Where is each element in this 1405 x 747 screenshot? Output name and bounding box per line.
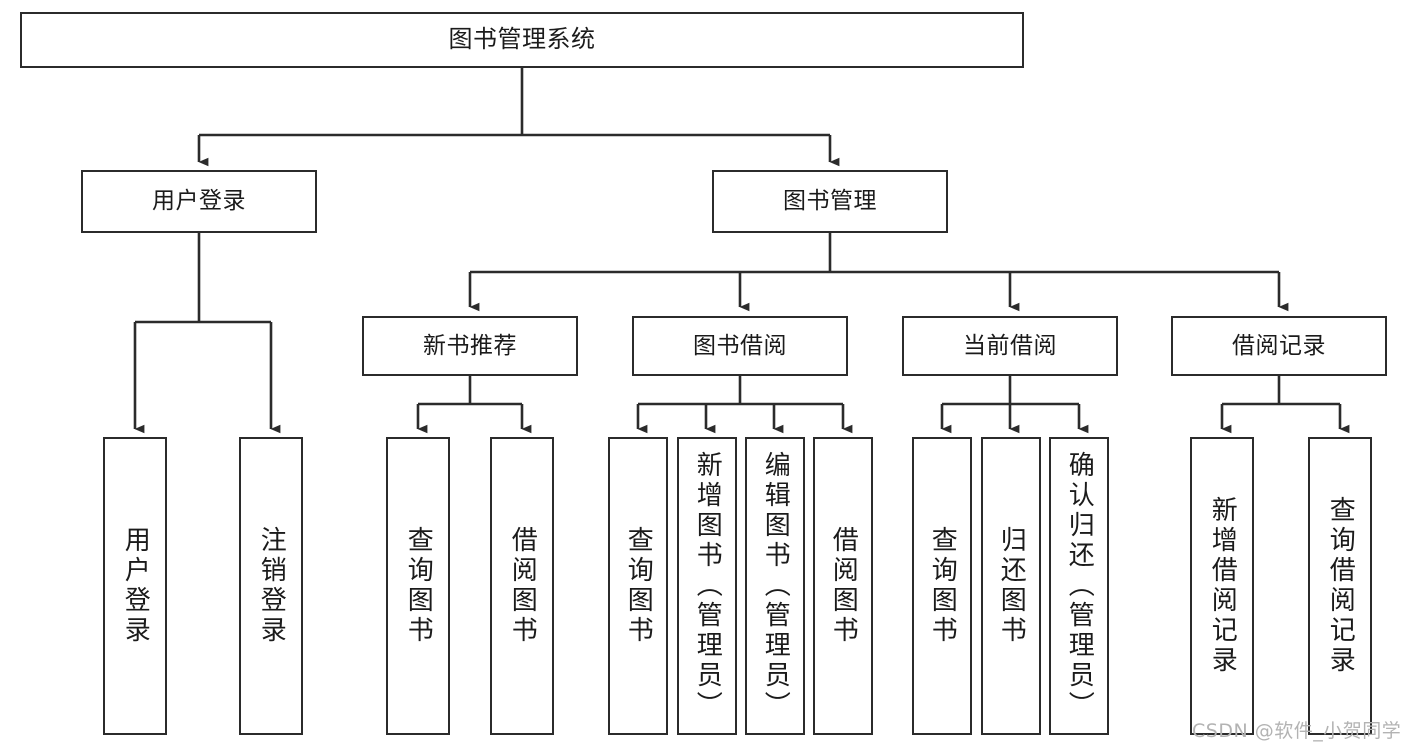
node-book-borrow-label: 图书借阅 (693, 332, 787, 359)
node-leaf-query-book-1-label: 查询图书 (403, 526, 434, 646)
node-new-book-rec-label: 新书推荐 (423, 332, 517, 359)
node-leaf-query-record-label: 查询借阅记录 (1325, 496, 1356, 676)
node-leaf-user-login[interactable]: 用户登录 (103, 437, 167, 735)
node-user-login[interactable]: 用户登录 (81, 170, 317, 233)
node-leaf-add-record[interactable]: 新增借阅记录 (1190, 437, 1254, 735)
node-leaf-add-record-label: 新增借阅记录 (1207, 496, 1238, 676)
node-leaf-query-book-1[interactable]: 查询图书 (386, 437, 450, 735)
node-borrow-record[interactable]: 借阅记录 (1171, 316, 1387, 376)
node-leaf-logout-label: 注销登录 (256, 526, 287, 646)
node-book-manage-label: 图书管理 (783, 188, 877, 215)
node-current-borrow[interactable]: 当前借阅 (902, 316, 1118, 376)
node-leaf-query-book-3-label: 查询图书 (927, 526, 958, 646)
node-leaf-query-book-3[interactable]: 查询图书 (912, 437, 972, 735)
node-leaf-borrow-book-1[interactable]: 借阅图书 (490, 437, 554, 735)
node-user-login-label: 用户登录 (152, 188, 246, 215)
node-current-borrow-label: 当前借阅 (963, 332, 1057, 359)
node-leaf-borrow-book-2-label: 借阅图书 (828, 526, 859, 646)
node-leaf-query-book-2-label: 查询图书 (623, 526, 654, 646)
node-leaf-borrow-book-2[interactable]: 借阅图书 (813, 437, 873, 735)
node-root-label: 图书管理系统 (448, 25, 596, 54)
node-leaf-query-record[interactable]: 查询借阅记录 (1308, 437, 1372, 735)
node-leaf-confirm-return-label: 确认归还（管理员） (1064, 451, 1095, 721)
node-leaf-edit-book-label: 编辑图书（管理员） (760, 451, 791, 721)
node-leaf-add-book-label: 新增图书（管理员） (692, 451, 723, 721)
node-book-borrow[interactable]: 图书借阅 (632, 316, 848, 376)
node-leaf-logout[interactable]: 注销登录 (239, 437, 303, 735)
node-leaf-borrow-book-1-label: 借阅图书 (507, 526, 538, 646)
node-borrow-record-label: 借阅记录 (1232, 332, 1326, 359)
node-leaf-query-book-2[interactable]: 查询图书 (608, 437, 668, 735)
node-root[interactable]: 图书管理系统 (20, 12, 1024, 68)
node-leaf-return-book-label: 归还图书 (996, 526, 1027, 646)
node-new-book-rec[interactable]: 新书推荐 (362, 316, 578, 376)
node-book-manage[interactable]: 图书管理 (712, 170, 948, 233)
node-leaf-confirm-return[interactable]: 确认归还（管理员） (1049, 437, 1109, 735)
node-leaf-add-book[interactable]: 新增图书（管理员） (677, 437, 737, 735)
node-leaf-return-book[interactable]: 归还图书 (981, 437, 1041, 735)
node-leaf-user-login-label: 用户登录 (120, 526, 151, 646)
node-leaf-edit-book[interactable]: 编辑图书（管理员） (745, 437, 805, 735)
csdn-watermark: CSDN @软件_小贺同学 (1192, 720, 1402, 742)
